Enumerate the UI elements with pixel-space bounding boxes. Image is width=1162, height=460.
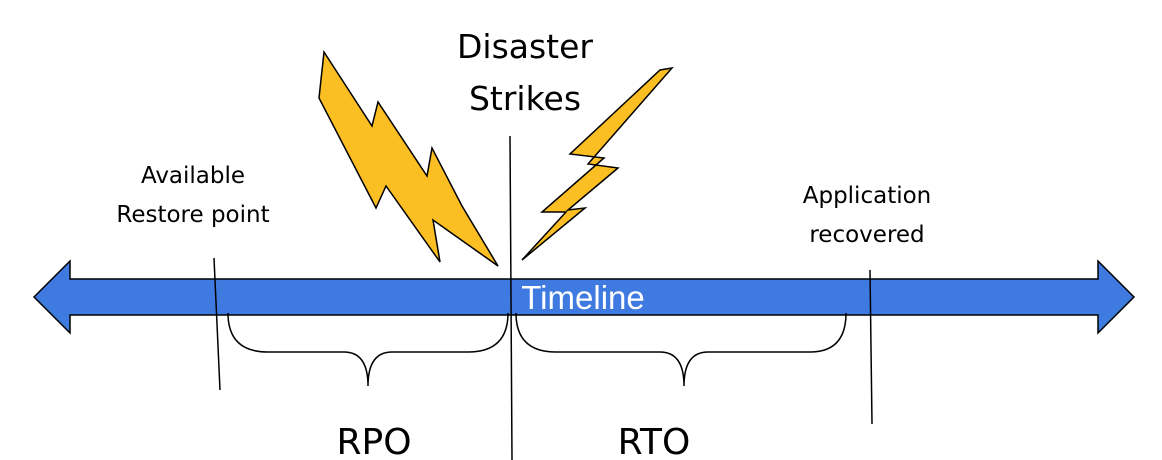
rto-label: RTO [618, 422, 691, 460]
rpo-label: RPO [336, 422, 411, 460]
disaster-marker [509, 135, 513, 460]
lightning-bolt-icon [318, 49, 499, 267]
rto-brace [515, 312, 847, 387]
recovered-marker [869, 269, 873, 425]
available-label-line1: Available [141, 163, 245, 189]
restore-point-marker [213, 257, 221, 391]
disaster-label-line1: Disaster [457, 27, 593, 66]
application-label-line2: recovered [809, 222, 924, 248]
available-label-line2: Restore point [116, 202, 269, 228]
application-label-line1: Application [803, 183, 932, 209]
rpo-brace [227, 312, 509, 387]
timeline-label: Timeline [521, 279, 644, 316]
lightning-bolt-icon [521, 66, 674, 261]
timeline-arrow [32, 259, 1136, 335]
disaster-label-line2: Strikes [469, 79, 581, 118]
